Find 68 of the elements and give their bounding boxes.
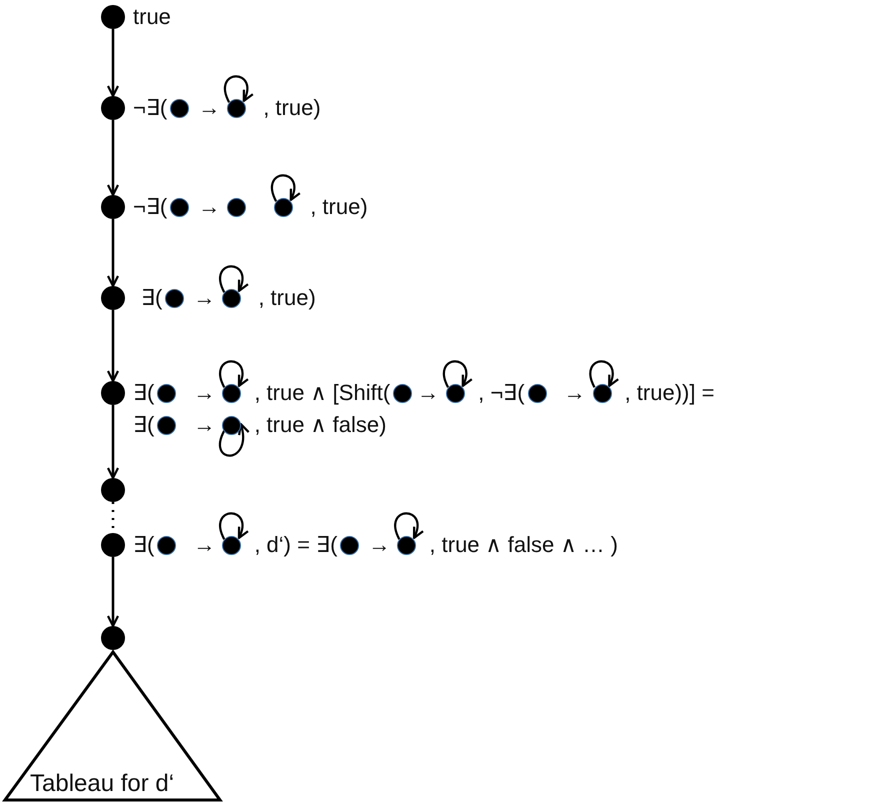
formula-text: , true): [263, 95, 321, 121]
tableau-node-dot: [101, 5, 125, 29]
formula-text: →: [198, 194, 220, 220]
formula-text: →: [417, 380, 440, 406]
graph-node-dot: [222, 384, 242, 402]
self-loop-arrow: [394, 512, 424, 540]
self-loop-arrow: [224, 75, 254, 103]
self-loop-arrow: [219, 360, 248, 388]
tableau-node-dot: [101, 478, 125, 502]
tableau-node-dot: [101, 195, 125, 219]
self-loop-arrow: [218, 422, 249, 457]
tableau-node-dot: [101, 286, 125, 310]
formula-text: ∃(: [133, 380, 154, 406]
subtree-label: Tableau for d‘: [30, 770, 174, 798]
arrow: [106, 557, 120, 628]
tableau-node-dot: [101, 381, 125, 405]
graph-node-dot: [157, 384, 176, 402]
arrow: [106, 310, 120, 382]
graph-node-dot: [340, 536, 360, 554]
graph-node-dot: [165, 288, 184, 308]
graph-node-dot: [393, 384, 412, 402]
formula-text: →: [198, 95, 220, 121]
formula-text: , true ∧ [Shift(: [254, 380, 390, 406]
tableau-node-dot: [101, 533, 125, 557]
graph-node-dot: [274, 198, 294, 216]
self-loop-arrow: [442, 360, 472, 388]
self-loop-arrow: [270, 174, 300, 202]
self-loop-arrow: [219, 265, 248, 293]
tableau-node-dot: [101, 626, 125, 650]
graph-node-dot: [227, 198, 246, 216]
graph-node-dot: [222, 416, 242, 434]
formula-text: ¬∃(: [133, 95, 168, 121]
graph-node-dot: [446, 384, 466, 402]
formula-text: →: [193, 412, 216, 438]
graph-node-dot: [397, 536, 416, 554]
formula-text: ¬∃(: [133, 194, 168, 220]
formula-text: , ¬∃(: [478, 380, 525, 406]
self-loop-arrow: [589, 360, 619, 388]
formula-text: ∃(: [141, 285, 162, 311]
formula-text: →: [564, 380, 586, 406]
graph-node-dot: [170, 198, 190, 216]
formula-text: , true): [310, 194, 368, 220]
graph-node-dot: [592, 384, 612, 402]
formula-text: , true ∧ false ∧ … ): [429, 532, 618, 558]
tableau-node-dot: [101, 96, 125, 120]
formula-text: →: [193, 380, 216, 406]
arrow: [106, 120, 120, 196]
self-loop-arrow: [219, 512, 248, 540]
graph-node-dot: [170, 98, 190, 118]
arrow: [106, 405, 120, 480]
graph-node-dot: [528, 384, 547, 402]
formula-text: , d‘) = ∃(: [254, 532, 338, 558]
formula-text: →: [193, 285, 216, 311]
formula-text: , true): [258, 285, 316, 311]
formula-text: , true ∧ false): [254, 412, 386, 438]
formula-text: true: [133, 4, 171, 30]
arrow: [106, 219, 120, 288]
graph-node-dot: [157, 416, 176, 434]
graph-node-dot: [222, 288, 242, 308]
graph-node-dot: [157, 536, 176, 554]
formula-text: →: [193, 532, 216, 558]
formula-text: →: [368, 532, 390, 558]
formula-text: , true))] =: [624, 380, 714, 406]
graph-node-dot: [227, 98, 246, 118]
arrow: [106, 29, 120, 98]
formula-text: ∃(: [133, 532, 154, 558]
graph-node-dot: [222, 536, 242, 554]
formula-text: ∃(: [133, 412, 154, 438]
